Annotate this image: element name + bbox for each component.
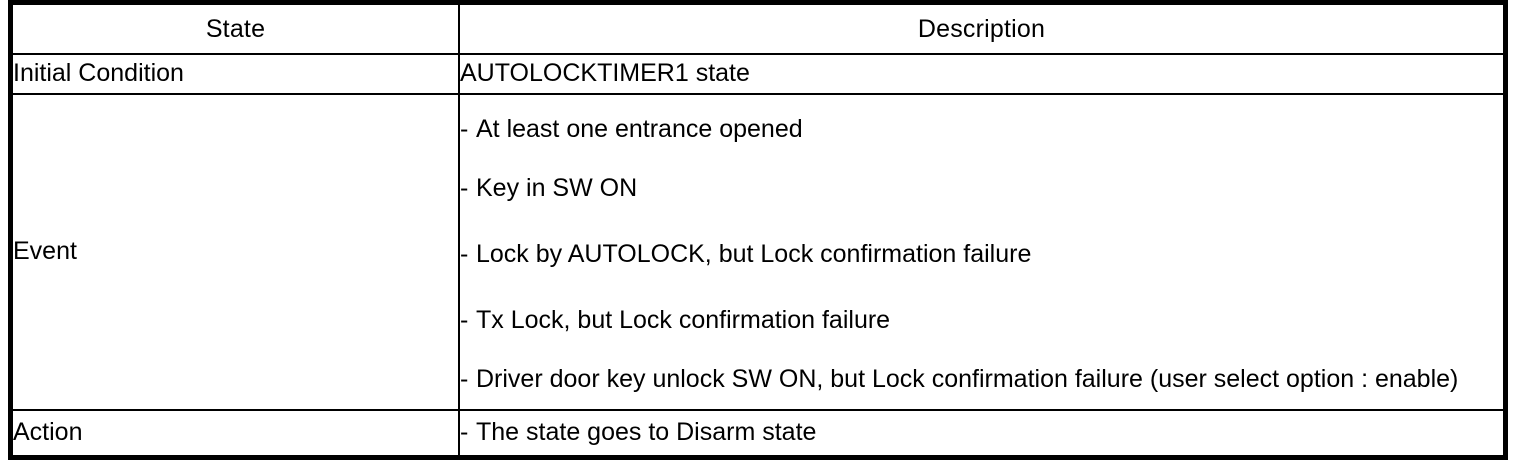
event-item-text: At least one entrance opened (476, 115, 803, 143)
action-item-text: The state goes to Disarm state (476, 418, 817, 446)
table-row: Event -At least one entrance opened -Key… (9, 93, 1507, 411)
bullet-dash-icon: - (460, 115, 469, 143)
list-item: -At least one entrance opened (460, 95, 1503, 155)
event-item-text: Key in SW ON (476, 174, 638, 202)
table-header-row: State Description (9, 1, 1507, 55)
initial-condition-text: AUTOLOCKTIMER1 state (460, 59, 750, 88)
table-header: State Description (9, 1, 1507, 55)
bullet-dash-icon: - (460, 240, 469, 268)
action-item: -The state goes to Disarm state (460, 418, 816, 446)
table-body: Initial Condition AUTOLOCKTIMER1 state E… (9, 53, 1507, 458)
row-label-action: Action (9, 409, 460, 458)
bullet-dash-icon: - (460, 418, 469, 446)
table-row: Action -The state goes to Disarm state (9, 409, 1507, 458)
list-item: -Key in SW ON (460, 155, 1503, 221)
row-value-initial-condition: AUTOLOCKTIMER1 state (458, 53, 1507, 95)
row-label-event: Event (9, 93, 460, 411)
list-item: -Tx Lock, but Lock confirmation failure (460, 287, 1503, 353)
row-value-event: -At least one entrance opened -Key in SW… (458, 93, 1507, 411)
event-item-text: Lock by AUTOLOCK, but Lock confirmation … (476, 240, 1032, 268)
list-item: -Driver door key unlock SW ON, but Lock … (460, 353, 1503, 409)
event-item-text: Tx Lock, but Lock confirmation failure (476, 306, 891, 334)
table-row: Initial Condition AUTOLOCKTIMER1 state (9, 53, 1507, 95)
column-header-state: State (9, 1, 460, 55)
bullet-dash-icon: - (460, 174, 469, 202)
row-value-action: -The state goes to Disarm state (458, 409, 1507, 458)
row-label-initial-condition: Initial Condition (9, 53, 460, 95)
column-header-description: Description (458, 1, 1507, 55)
event-bullet-list: -At least one entrance opened -Key in SW… (460, 95, 1503, 409)
list-item: -Lock by AUTOLOCK, but Lock confirmation… (460, 221, 1503, 287)
bullet-dash-icon: - (460, 365, 469, 393)
event-item-text: Driver door key unlock SW ON, but Lock c… (476, 365, 1459, 393)
bullet-dash-icon: - (460, 306, 469, 334)
state-description-table: State Description Initial Condition AUTO… (8, 0, 1508, 460)
